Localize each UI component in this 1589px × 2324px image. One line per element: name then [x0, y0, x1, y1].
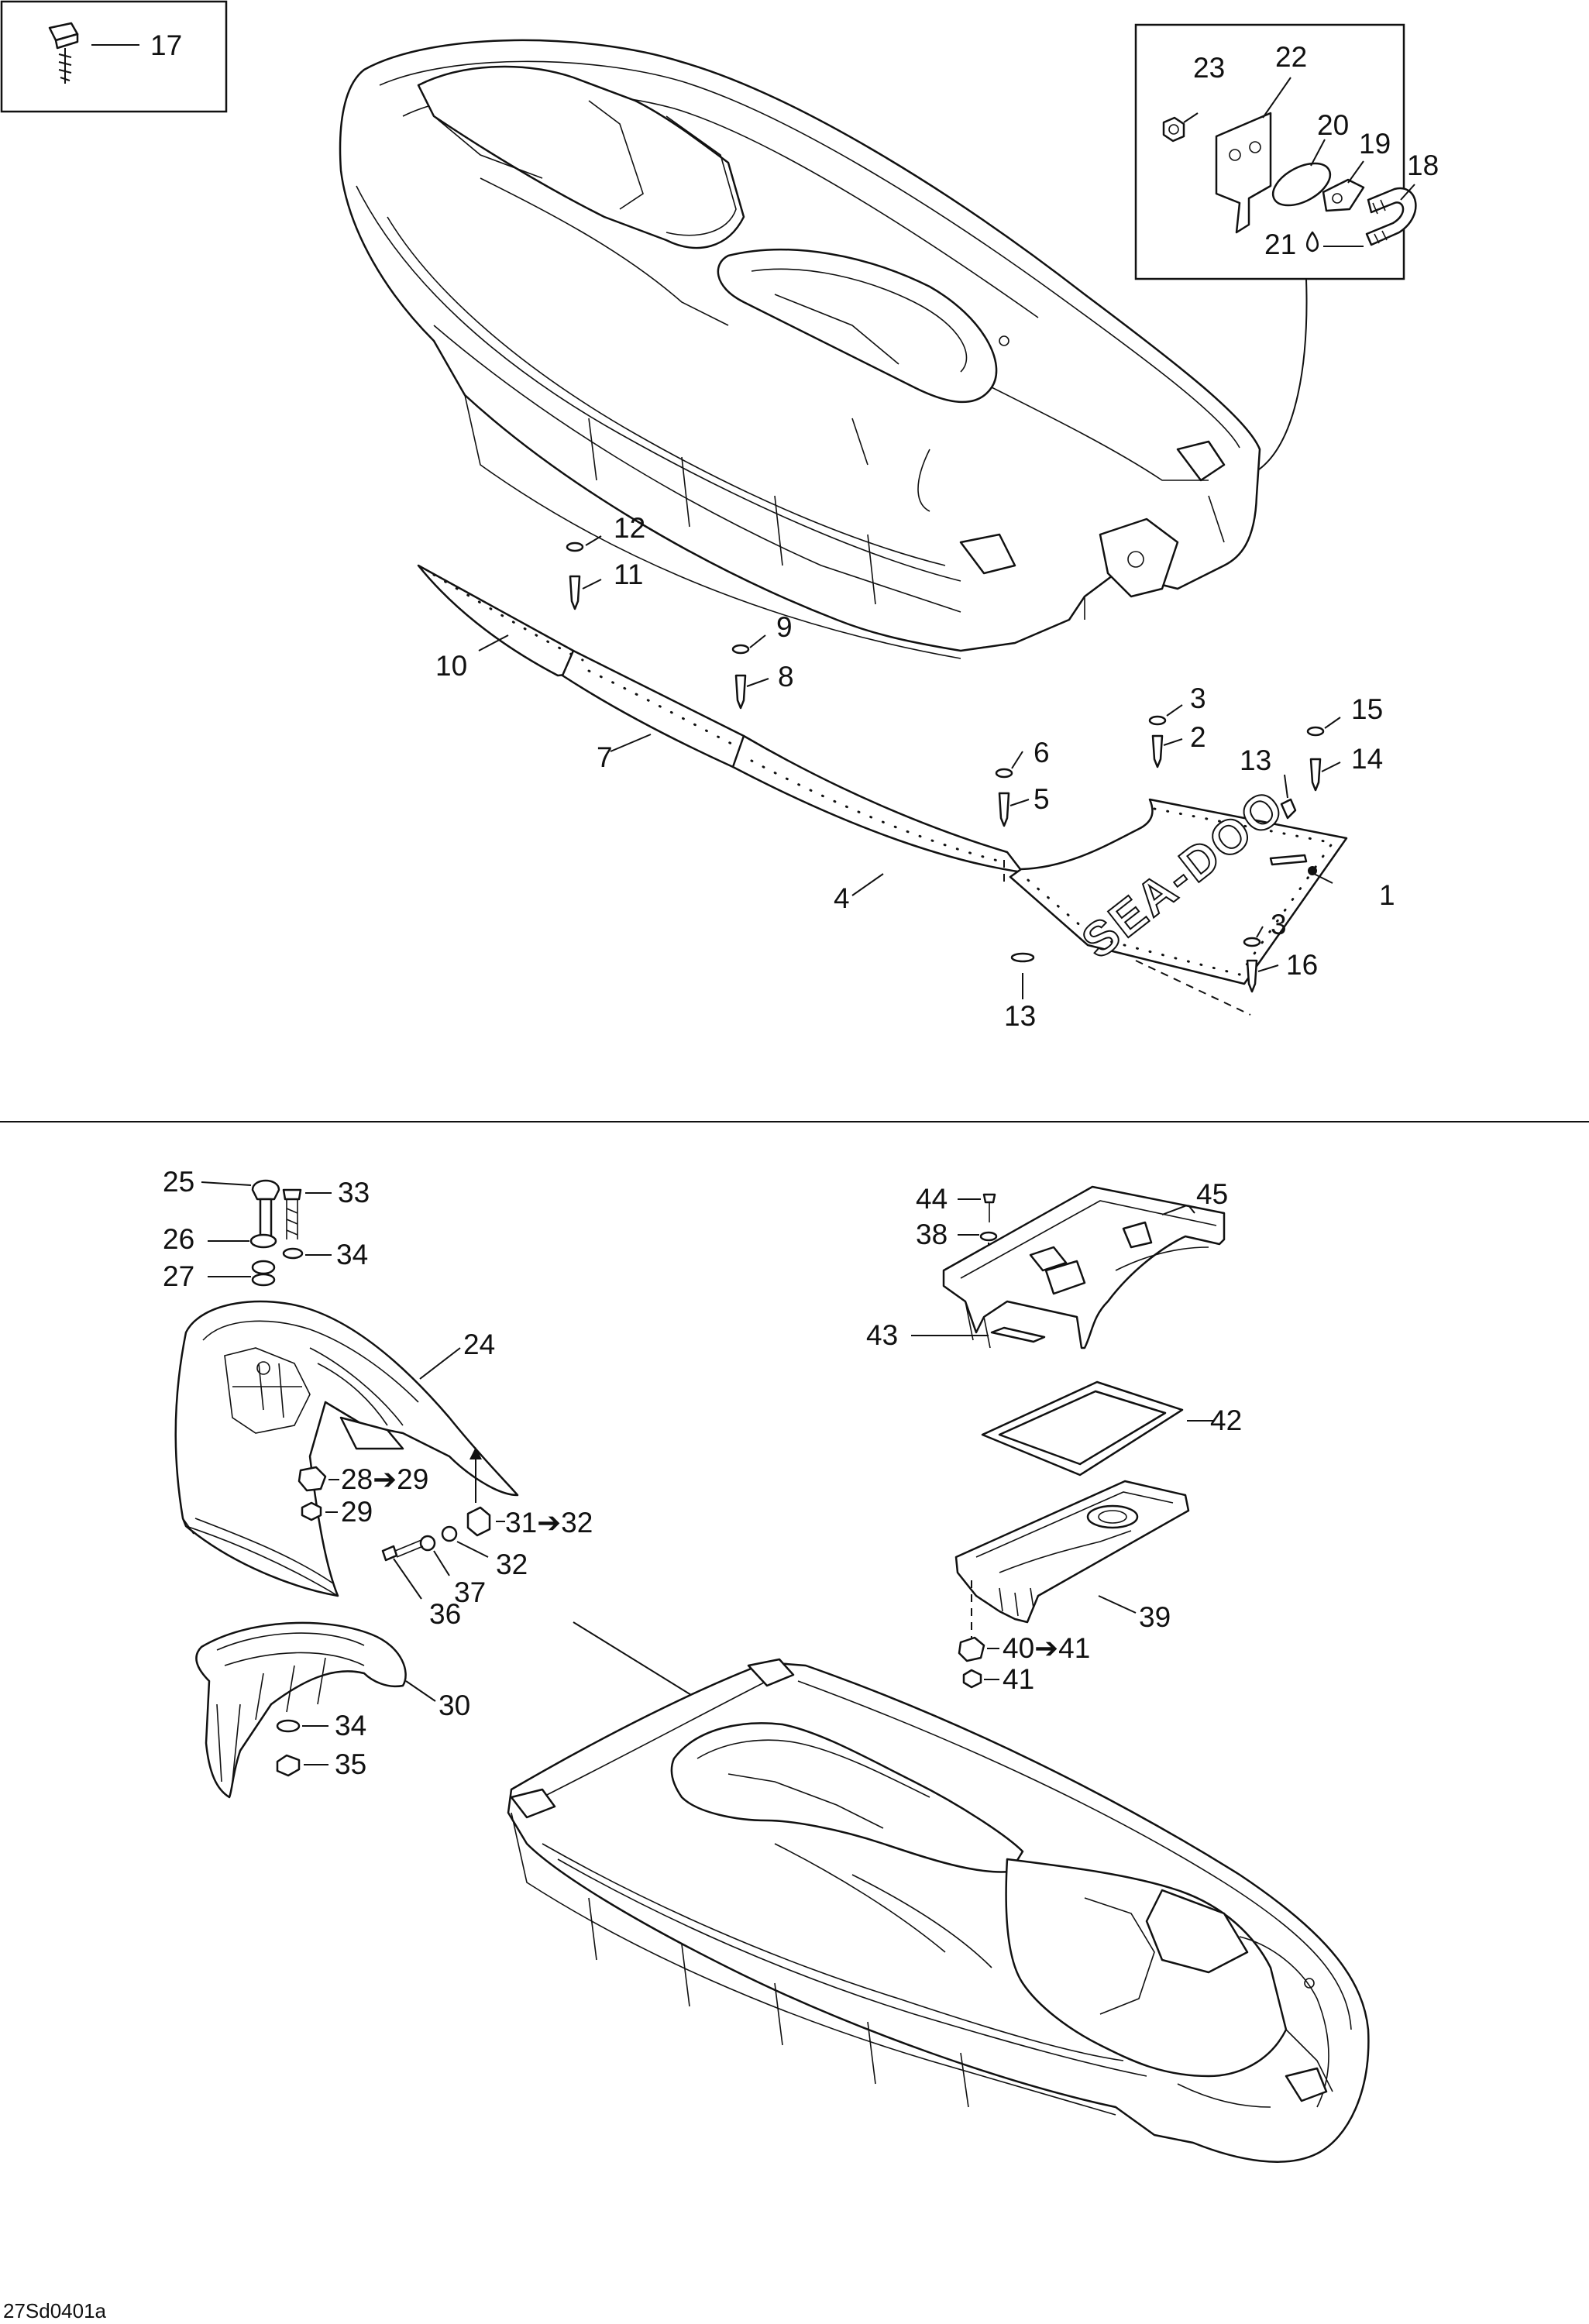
callout-44: 44 [916, 1183, 948, 1215]
strip-43 [990, 1326, 1046, 1343]
callout-33: 33 [338, 1177, 370, 1208]
callout-5: 5 [1034, 783, 1050, 815]
fasteners-44-45 [979, 1193, 998, 1291]
callout-26: 26 [163, 1223, 194, 1255]
plate-19-icon [1322, 178, 1365, 212]
callout-8: 8 [778, 661, 794, 693]
callout-23: 23 [1193, 52, 1225, 84]
inset-box-ubolt [1134, 23, 1405, 280]
callout-3-top: 3 [1190, 682, 1206, 714]
callout-13-bottom: 13 [1004, 1000, 1036, 1032]
callout-42: 42 [1210, 1404, 1242, 1436]
ubolt-18-icon [1365, 187, 1417, 246]
callout-41: 41 [1003, 1663, 1034, 1695]
callout-37: 37 [454, 1576, 486, 1608]
inset-box-screw [0, 0, 228, 113]
fasteners-handle-group [249, 1179, 304, 1287]
callout-18: 18 [1407, 150, 1439, 181]
callout-1: 1 [1379, 879, 1395, 911]
hull-deck-top-illustration [339, 39, 1261, 659]
callout-7: 7 [597, 741, 613, 773]
callout-38: 45 [1196, 1178, 1228, 1210]
callout-2: 2 [1190, 721, 1206, 753]
hull-deck-bottom-illustration [507, 1658, 1370, 2163]
callout-12: 12 [614, 512, 645, 544]
fasteners-31-37 [381, 1447, 491, 1562]
bin-39-illustration [954, 1480, 1190, 1624]
callout-11: 11 [614, 559, 643, 590]
gasket-42-illustration [981, 1380, 1184, 1477]
callout-30: 30 [439, 1690, 470, 1721]
nuts-28-29 [298, 1466, 327, 1521]
callout-34-top: 34 [336, 1239, 368, 1270]
callout-10: 10 [435, 650, 467, 682]
nut-23-icon [1162, 116, 1185, 143]
callout-24: 24 [463, 1329, 495, 1360]
callout-28: 28➔29 [341, 1463, 428, 1495]
callout-9: 9 [776, 611, 793, 643]
callout-40: 40➔41 [1003, 1632, 1090, 1664]
callout-32: 32 [496, 1549, 528, 1580]
callout-25: 25 [163, 1166, 194, 1198]
callout-19: 19 [1359, 128, 1391, 160]
callout-27: 27 [163, 1260, 194, 1292]
gasket-20-icon [1271, 162, 1332, 207]
callout-15: 15 [1351, 693, 1383, 725]
callout-39: 39 [1139, 1601, 1171, 1633]
support-30-illustration [195, 1621, 407, 1799]
callout-43: 43 [866, 1319, 898, 1351]
callout-17: 17 [150, 29, 182, 61]
callout-36: 36 [429, 1598, 461, 1630]
callout-45: 38 [916, 1219, 948, 1250]
callout-3-bottom: 3 [1271, 909, 1287, 940]
sealant-drop-icon [1306, 231, 1319, 253]
callout-21: 21 [1264, 229, 1296, 260]
callout-16: 16 [1286, 949, 1318, 981]
tray-38-illustration [942, 1185, 1226, 1349]
bracket-22-icon [1215, 112, 1272, 234]
callout-14: 14 [1351, 743, 1383, 775]
drawing-code: 27Sd0401a [3, 2299, 107, 2322]
callout-20: 20 [1317, 109, 1349, 141]
callout-35: 35 [335, 1748, 366, 1780]
callout-34-bottom: 34 [335, 1710, 366, 1741]
screw-icon [48, 22, 79, 84]
callout-13-top: 13 [1240, 744, 1271, 776]
callout-29: 29 [341, 1496, 373, 1528]
callout-4: 4 [834, 882, 850, 914]
callout-22: 22 [1275, 41, 1307, 73]
callout-31: 31➔32 [505, 1507, 593, 1538]
fastener-pins-top [566, 541, 1325, 993]
nuts-40-41 [958, 1636, 985, 1689]
callout-6: 6 [1034, 737, 1050, 768]
grab-handle-24-illustration [174, 1300, 519, 1597]
washer-nut-34-35 [276, 1719, 301, 1777]
